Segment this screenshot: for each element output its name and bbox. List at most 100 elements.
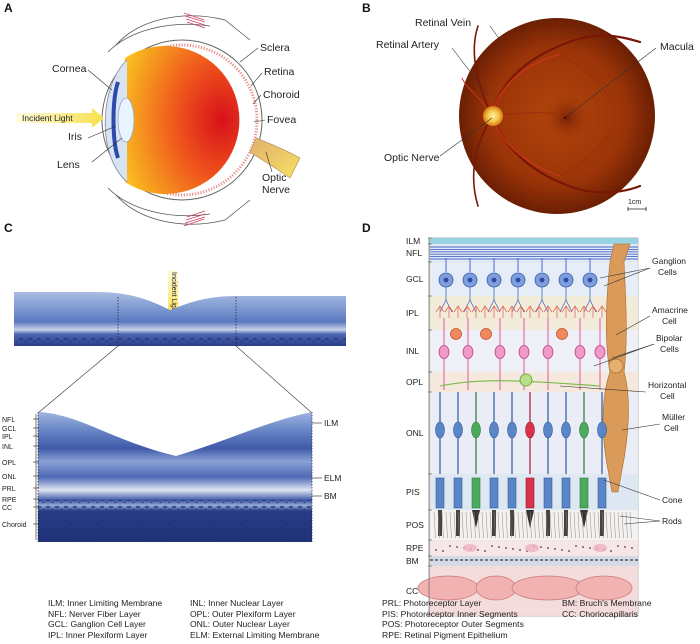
rod-nucleus <box>561 421 571 439</box>
c-layer-inl: INL <box>2 444 13 451</box>
legend-prl: PRL: Photoreceptor Layer <box>382 598 482 608</box>
retinal-vein-leader <box>489 25 501 41</box>
rpe-microvilli <box>485 511 488 539</box>
ipl-synapse <box>471 305 481 318</box>
label-retinal-vein: Retinal Vein <box>415 17 471 29</box>
fovea-leader <box>253 119 266 123</box>
c-layer-rpe: RPE <box>2 497 17 504</box>
amacrine-cell <box>450 328 462 340</box>
cone-nucleus <box>525 421 535 439</box>
rpe-microvilli <box>469 511 472 539</box>
label-iris: Iris <box>68 131 82 143</box>
legend-ipl: IPL: Inner Plexiform Layer <box>48 629 148 640</box>
rpe-microvilli <box>461 511 464 539</box>
bipolar-cell <box>542 345 554 359</box>
bipolar-cell <box>462 345 474 359</box>
rpe-granule <box>484 550 486 552</box>
rpe-microvilli <box>441 511 444 539</box>
label-amacrine-2: Cell <box>662 316 677 326</box>
ipl-synapse <box>543 305 553 318</box>
ipl-synapse <box>435 305 445 318</box>
rpe-microvilli <box>433 511 436 539</box>
rpe-microvilli <box>569 511 572 539</box>
label-rods: Rods <box>662 516 682 526</box>
rod-nucleus <box>453 421 463 439</box>
rpe-microvilli <box>517 511 520 539</box>
legend-opl: OPL: Outer Plexiform Layer <box>190 608 296 619</box>
ipl-synapse <box>579 305 589 318</box>
rod-outer-segment <box>456 510 460 536</box>
iris-leader <box>87 125 117 139</box>
ipl-synapse <box>597 305 607 318</box>
label-retina: Retina <box>264 66 295 78</box>
rpe-microvilli <box>529 511 532 539</box>
rpe-granule <box>477 549 479 551</box>
c-layer-ipl: IPL <box>2 434 13 441</box>
rpe-microvilli <box>453 511 456 539</box>
c-layer-ilm: ILM <box>324 418 338 428</box>
rpe-microvilli <box>609 511 612 539</box>
rpe-nucleus <box>525 544 539 552</box>
rpe-microvilli <box>505 511 508 539</box>
rpe-microvilli <box>521 511 524 539</box>
rpe-microvilli <box>581 511 584 539</box>
rpe-microvilli <box>513 511 516 539</box>
cone-outer-segment <box>526 510 534 528</box>
d-layer-inl: INL <box>406 346 420 356</box>
ipl-synapse <box>525 305 535 318</box>
c-layer-cc: CC <box>2 505 12 512</box>
label-cone: Cone <box>662 495 683 505</box>
c-layer-bm: BM <box>324 491 337 501</box>
panel-d-letter: D <box>362 221 371 235</box>
retina-leader <box>250 72 263 87</box>
ipl-synapse <box>444 305 454 318</box>
rod-outer-segment <box>492 510 496 536</box>
rpe-granule <box>505 547 507 549</box>
choroid-leader <box>252 94 262 105</box>
optic-disc <box>483 106 503 126</box>
c-layer-elm: ELM <box>324 473 341 483</box>
rpe-microvilli <box>457 511 460 539</box>
rpe-microvilli <box>525 511 528 539</box>
rpe-microvilli <box>477 511 480 539</box>
d-layer-nfl: NFL <box>406 248 422 258</box>
rpe-microvilli <box>589 511 592 539</box>
rod-inner-segment <box>561 477 571 509</box>
rpe-microvilli <box>601 511 604 539</box>
label-bipolar-1: Bipolar <box>656 333 683 343</box>
ganglion-nucleus <box>515 277 521 283</box>
rpe-microvilli <box>577 511 580 539</box>
rpe-granule <box>561 549 563 551</box>
panel-c-letter: C <box>4 221 13 235</box>
rpe-microvilli <box>593 511 596 539</box>
rpe-microvilli <box>445 511 448 539</box>
rpe-granule <box>624 546 626 548</box>
rpe-microvilli <box>625 511 628 539</box>
rpe-microvilli <box>541 511 544 539</box>
retinal-artery-leader <box>451 47 489 96</box>
rod-nucleus <box>435 421 445 439</box>
c-layer-prl: PRL <box>2 486 16 493</box>
bipolar-cell <box>494 345 506 359</box>
d-layer-ilm: ILM <box>406 236 420 246</box>
cornea-leader <box>87 69 113 91</box>
d-layer-cc: CC <box>406 586 418 596</box>
rod-inner-segment <box>453 477 463 509</box>
band-ilm <box>430 238 638 244</box>
rpe-microvilli <box>465 511 468 539</box>
histology-zoomed-choroid <box>38 500 312 542</box>
rpe-microvilli <box>501 511 504 539</box>
rpe-microvilli <box>565 511 568 539</box>
rpe-microvilli <box>509 511 512 539</box>
band-bm <box>430 556 638 566</box>
ipl-synapse <box>534 305 544 318</box>
rpe-granule <box>540 546 542 548</box>
cone-nucleus <box>579 421 589 439</box>
ipl-synapse <box>507 305 517 318</box>
upper-eyelashes <box>183 12 206 29</box>
lens-leader <box>91 137 123 163</box>
d-layer-pis: PIS <box>406 487 420 497</box>
label-optic: Optic <box>262 172 287 184</box>
